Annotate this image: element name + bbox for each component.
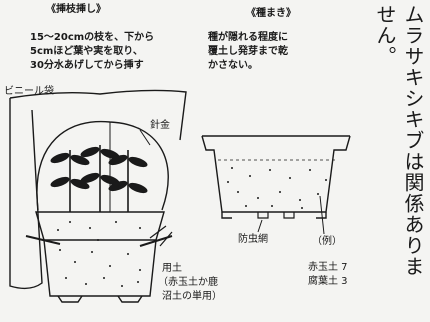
cutting-description-line-2: 5cmほど葉や実を取り、 [30, 46, 143, 57]
pot-rim [35, 211, 165, 241]
label-example: （例） [312, 236, 342, 247]
cutting-description-line-1: 15～20cmの枝を、下から [30, 32, 155, 43]
sowing-description-line-2: 覆土し発芽まで乾 [208, 46, 288, 57]
label-mix-leaf-mold: 腐葉土 3 [308, 276, 348, 287]
net-pointer [257, 219, 263, 233]
pot-body [43, 239, 157, 297]
tray-feet [221, 212, 327, 219]
label-soil-note-2: 沼土の単用） [162, 291, 222, 302]
label-soil-note-1: （赤玉土か鹿 [158, 277, 218, 288]
label-mix-red-soil: 赤玉土 7 [308, 262, 348, 273]
soil-pointer [319, 195, 325, 235]
string-knot [149, 225, 173, 247]
cutting-stems [69, 145, 129, 212]
sowing-title: 《種まき》 [246, 8, 296, 19]
cutting-soil-dots [57, 221, 141, 287]
pot-feet [57, 295, 143, 303]
tray-outline [201, 135, 351, 213]
sowing-description-line-1: 種が隠れる程度に [208, 32, 288, 43]
label-soil: 用土 [162, 263, 182, 274]
cutting-title: 《挿枝挿し》 [46, 4, 106, 15]
cutting-pot-drawing [9, 89, 187, 303]
cutting-leaves [50, 146, 148, 194]
sowing-description-line-3: かさない。 [208, 60, 258, 71]
label-plastic-bag: ビニール袋 [4, 86, 54, 97]
bag-dome [36, 120, 169, 211]
vertical-text-column-1: ムラサキシキブは関係ありま [401, 4, 425, 277]
bag-top-edge [9, 89, 187, 141]
vertical-text-column-2: せん。 [373, 4, 397, 67]
tray-soil-dots [227, 167, 327, 209]
seed-tray-drawing [201, 135, 351, 235]
drain-holes [257, 212, 295, 219]
label-insect-net: 防虫網 [238, 234, 268, 245]
cutting-description-line-3: 30分水あげしてから挿す [30, 60, 144, 71]
wire-pointer [139, 129, 151, 146]
bag-left-flap [9, 98, 43, 290]
label-wire: 針金 [150, 120, 170, 131]
